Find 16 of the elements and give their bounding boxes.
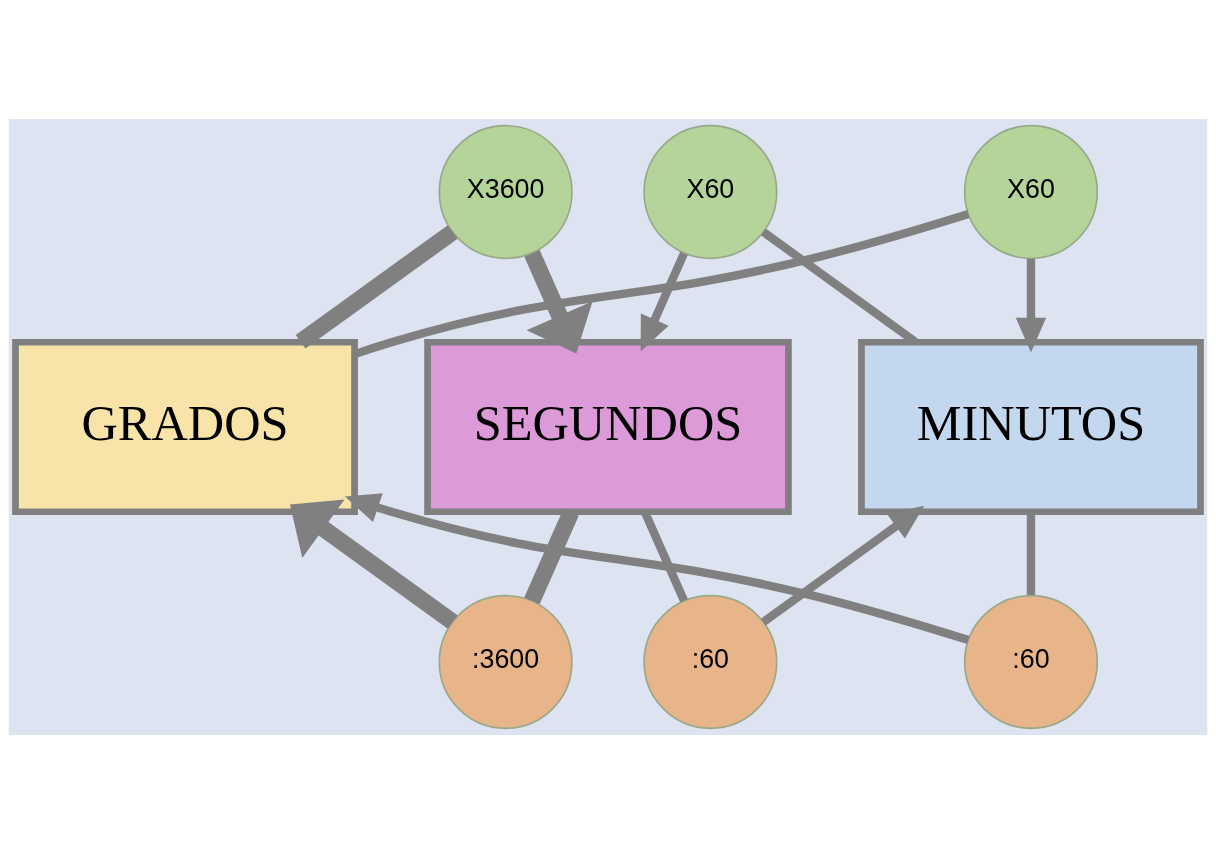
node-circle: :60 [643,594,778,730]
node-circle: :60 [963,594,1099,730]
node-box: SEGUNDOS [424,338,792,516]
connector [295,225,458,349]
arrow [640,251,688,352]
node-circle: X60 [963,124,1099,260]
arrow [344,493,970,645]
arrow [290,499,458,629]
arrow [1015,258,1047,353]
node-circle: X3600 [438,124,573,260]
node-circle: :3600 [438,594,573,730]
node-box: MINUTOS [858,338,1204,516]
arrow [760,505,925,626]
node-circle: X60 [643,124,778,260]
node-box: GRADOS [12,338,358,516]
connector [1026,512,1036,595]
